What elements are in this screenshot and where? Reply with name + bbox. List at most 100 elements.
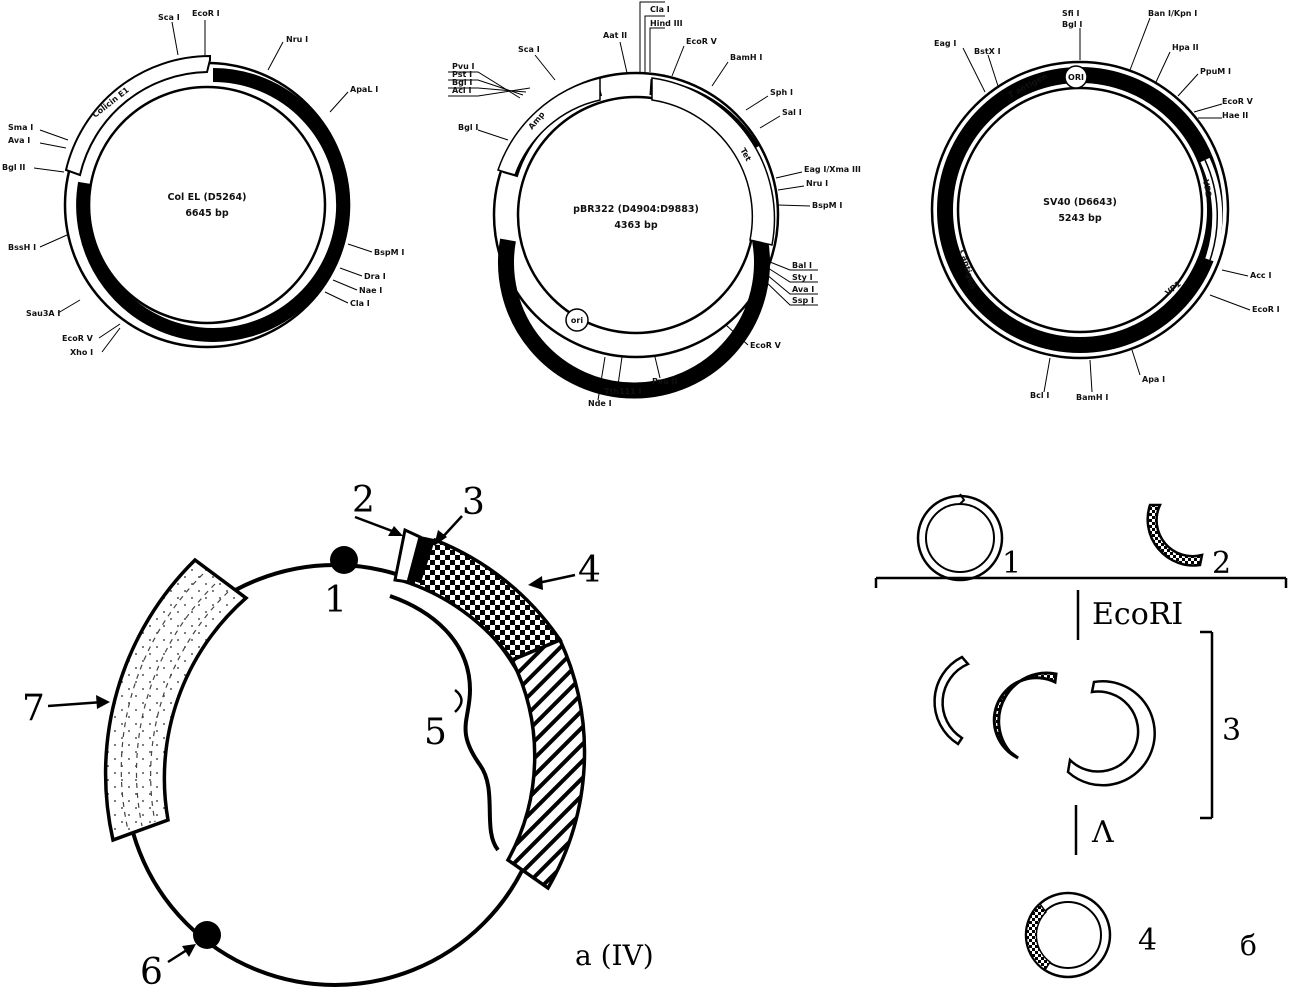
opened-vector-right [1066,680,1156,787]
map-cole1: Colicin E1 Col EL (D5264) 6645 bp Sca I … [2,9,404,357]
site-label: EcoR V [62,334,94,343]
caption-a: a (IV) [575,939,654,972]
site-label: Pst I [452,70,472,79]
site-label: Hpa II [1172,43,1199,52]
site-label: PpuM I [1200,67,1231,76]
site-label: ApaL I [350,85,378,94]
site-label: Sfi I [1062,9,1079,18]
site-label: Bal I [792,261,812,270]
pbr322-size: 4363 bp [614,220,658,231]
site-label: Ban I/Kpn I [1148,9,1197,18]
pbr322-tet-arc [651,77,776,246]
insert-fragment-2 [1146,503,1204,567]
site-label: Cla I [350,299,370,308]
site-label: Bgl I [452,78,472,87]
insert-fragment-center [992,671,1058,760]
sv40-dark-band [936,67,1223,353]
site-label: Ava I [792,285,814,294]
site-label: Bgl I [1062,20,1082,29]
site-label: Dra I [364,272,386,281]
site-label: EcoR V [750,341,782,350]
marker-1 [330,546,358,574]
diagram-b: 1 2 EcoRI 3 Λ 4 б [874,493,1288,979]
b-label-1: 1 [1002,546,1021,581]
segment-hatched [505,637,587,891]
site-label: Hind III [650,19,683,28]
label-4: 4 [578,550,601,591]
site-label: Bgl II [2,163,25,172]
site-label: Eag I [934,39,956,48]
site-label: Sca I [158,13,180,22]
label-2: 2 [352,480,375,521]
cole1-title: Col EL (D5264) [168,192,247,203]
label-6: 6 [140,952,163,993]
ligase-symbol: Λ [1091,815,1114,850]
site-label: Ssp I [792,296,814,305]
marker-6 [193,921,221,949]
site-label: Sph I [770,88,793,97]
vp2-label: VP2 [1201,179,1213,198]
site-label: Pvu I [452,62,475,71]
segment-7-dotted [103,557,249,843]
site-label: BspM I [374,248,404,257]
site-label: Sau3A I [26,309,60,318]
site-label: EcoR V [686,37,718,46]
site-label: EcoR V [1222,97,1254,106]
site-label: BamH I [730,53,762,62]
pbr322-dark-band [498,238,770,399]
transcript-5 [389,594,500,852]
site-label: BssH I [8,243,36,252]
site-label: Sal I [782,108,802,117]
b-label-4: 4 [1138,923,1157,958]
site-label: BstX I [974,47,1001,56]
site-label: Nde I [588,399,612,408]
site-label: Pvu II [652,377,678,386]
segment-2-box [393,527,422,584]
site-label: Acc I [1250,271,1271,280]
site-label: Nru I [286,35,308,44]
map-sv40: T antigen t antigen VP1 VP2 ORI SV40 (D6… [930,9,1280,402]
site-label: EcoR I [192,9,220,18]
vector-ring-1 [916,493,1004,582]
site-label: Tth111 I [604,387,641,396]
site-label: EcoR I [1252,305,1280,314]
site-label: Sma I [8,123,33,132]
site-label: Aat II [603,31,627,40]
sv40-title: SV40 (D6643) [1043,197,1117,208]
map-pbr322: Amp Tet ori pBR322 (D4904:D9883) 4363 bp… [448,1,861,408]
sv40-ori-label: ORI [1068,73,1084,82]
site-label: Apa I [1142,375,1165,384]
cole1-gene-arc [64,54,211,177]
label-5: 5 [424,712,447,753]
pbr322-title: pBR322 (D4904:D9883) [573,204,699,215]
b-label-2: 2 [1212,546,1231,581]
site-label: Bgl I [458,123,478,132]
site-label: Xho I [70,348,93,357]
cole1-dark-band [76,68,351,342]
sv40-size: 5243 bp [1058,213,1102,224]
recombinant-ring-4 [1024,891,1112,979]
b-label-3: 3 [1222,713,1241,748]
site-label: Nae I [359,286,382,295]
label-7: 7 [22,688,45,729]
caption-b: б [1240,929,1257,962]
enzyme-label: EcoRI [1092,597,1183,632]
label-3: 3 [462,482,485,523]
site-label: Ava I [8,136,30,145]
site-label: Eag I/Xma III [804,165,861,174]
site-label: Acl I [452,86,471,95]
pbr322-amp-arc [497,77,601,176]
site-label: BspM I [812,201,842,210]
ori-label: ori [571,316,583,325]
site-label: Sty I [792,273,813,282]
diagram-a: 1 2 3 4 5 6 7 a (IV) [22,480,654,993]
label-1: 1 [324,580,347,621]
site-label: Cla I [650,5,670,14]
site-label: BamH I [1076,393,1108,402]
site-label: Nru I [806,179,828,188]
opened-vector-left [933,655,971,746]
site-label: Hae II [1222,111,1248,120]
cole1-size: 6645 bp [185,208,229,219]
site-label: Sca I [518,45,540,54]
